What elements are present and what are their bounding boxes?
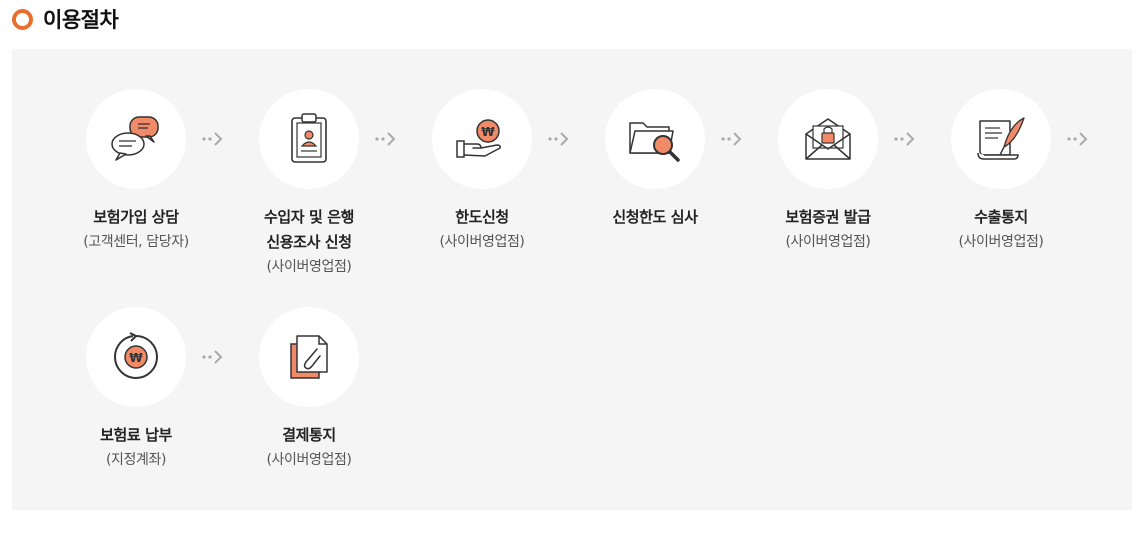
step-label: 보험료 납부 [100,426,172,444]
step-sub-label: (사이버영업점) [266,452,352,468]
title-bullet-icon [12,8,33,30]
step-icon-circle [259,307,359,407]
step-policy-issue: 보험증권 발급 (사이버영업점) [748,89,908,254]
envelope-lock-icon [805,118,851,160]
step-label: 보험증권 발급 [785,208,871,226]
step-sub-label: (사이버영업점) [266,259,352,275]
folder-search-icon [629,122,680,162]
step-icon-circle [86,89,186,189]
arrow-icon [201,349,225,365]
step-credit-check: 수입자 및 은행 신용조사 신청 (사이버영업점) [229,89,389,279]
step-sub-label: (지정계좌) [105,452,167,468]
step-sub-label: (사이버영업점) [785,234,871,250]
arrow-icon [720,131,744,147]
arrow-icon [893,131,917,147]
svg-text:₩: ₩ [129,351,143,365]
coin-cycle-icon: ₩ [113,332,158,379]
step-sub-label: (사이버영업점) [439,234,525,250]
step-label: 한도신청 [455,208,509,226]
scroll-quill-icon [977,117,1025,160]
step-label: 수입자 및 은행 신용조사 신청 [263,208,355,251]
arrow-icon [547,131,571,147]
document-clip-icon [290,335,328,379]
step-label: 수출통지 [974,208,1028,226]
step-label: 신청한도 심사 [612,208,698,226]
step-settlement-notice: 결제통지 (사이버영업점) [229,307,389,472]
step-limit-review: 신청한도 심사 [575,89,735,230]
procedure-panel: 보험가입 상담 (고객센터, 담당자) 수입자 및 은행 신용조사 신청 (사이… [12,49,1132,510]
clipboard-icon [291,113,327,163]
svg-text:₩: ₩ [481,125,495,139]
step-icon-circle [778,89,878,189]
arrow-icon [201,131,225,147]
step-icon-circle [605,89,705,189]
chat-bubbles-icon [111,116,159,161]
step-export-notice: 수출통지 (사이버영업점) [921,89,1081,254]
step-premium-payment: ₩ 보험료 납부 (지정계좌) [56,307,216,472]
step-label: 결제통지 [282,426,336,444]
step-sub-label: (사이버영업점) [958,234,1044,250]
step-sub-label: (고객센터, 담당자) [83,234,189,250]
step-limit-application: ₩ 한도신청 (사이버영업점) [402,89,562,254]
arrow-icon [374,131,398,147]
page-title-bar: 이용절차 [12,6,119,32]
step-label: 보험가입 상담 [93,208,179,226]
step-icon-circle [951,89,1051,189]
arrow-icon [1066,131,1090,147]
step-icon-circle: ₩ [432,89,532,189]
step-icon-circle: ₩ [86,307,186,407]
step-consultation: 보험가입 상담 (고객센터, 담당자) [56,89,216,254]
step-icon-circle [259,89,359,189]
hand-coin-icon: ₩ [456,119,501,158]
page-title: 이용절차 [43,8,119,32]
